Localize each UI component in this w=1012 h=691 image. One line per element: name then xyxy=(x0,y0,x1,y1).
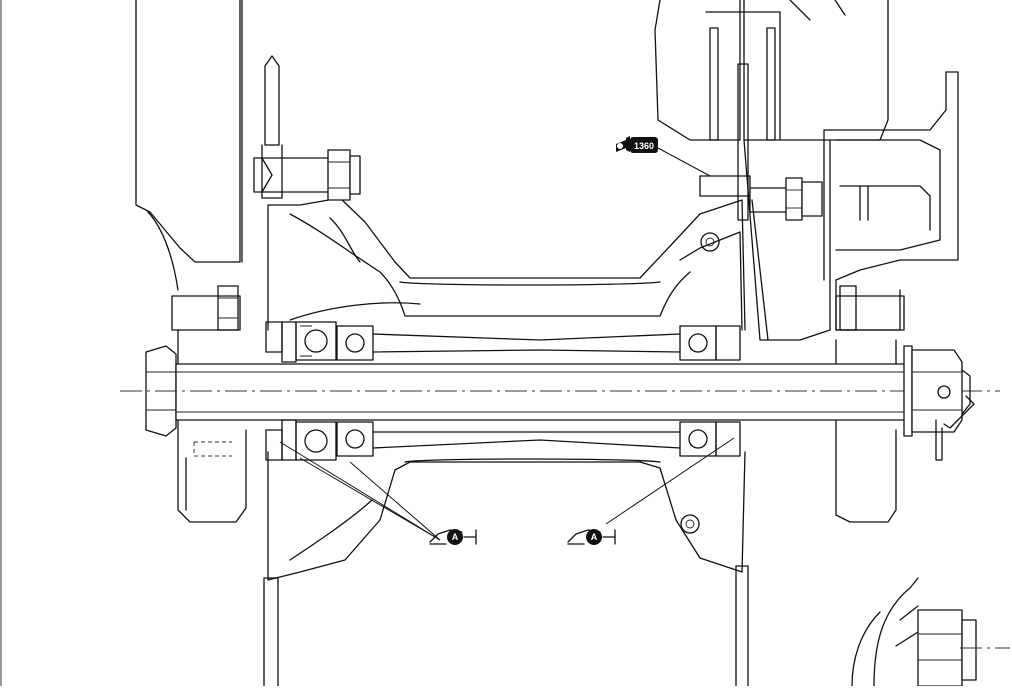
center-housing-lower xyxy=(267,451,746,581)
spacer-tube-upper xyxy=(372,333,681,353)
right-vertical-arm xyxy=(743,139,831,341)
bearing-upper-left-inner xyxy=(336,325,374,361)
left-seals xyxy=(265,321,297,461)
left-upper-bracket xyxy=(253,55,361,201)
lube-leader-line xyxy=(349,461,441,541)
upper-right-housing xyxy=(654,0,889,221)
lube-leader-line xyxy=(279,441,441,541)
spacer-tube-lower xyxy=(372,431,681,449)
right-shaft-end xyxy=(903,345,975,461)
center-housing-upper xyxy=(267,197,746,331)
torque-callout: 1360 xyxy=(616,136,711,177)
right-hub-plate xyxy=(835,285,905,523)
bearing-lower-left-inner xyxy=(336,421,374,457)
lube-callout-left: A xyxy=(279,441,477,545)
lube-symbol-letter: A xyxy=(452,532,459,542)
lubricant-grease-icon xyxy=(567,529,616,545)
bearing-upper-left-outer xyxy=(295,321,337,361)
upper-right-bolt xyxy=(749,177,823,221)
lower-side-plates xyxy=(263,565,749,687)
torque-value-label: 1360 xyxy=(634,141,654,151)
torque-leader-line xyxy=(657,147,711,177)
left-frame-member xyxy=(135,0,243,291)
main-axle-shaft xyxy=(175,363,911,421)
lube-callout-right: A xyxy=(567,437,735,545)
lube-symbol-letter: A xyxy=(591,532,598,542)
right-outer-bracket xyxy=(823,71,959,331)
left-hub-plate xyxy=(171,285,247,523)
bearing-upper-right xyxy=(679,325,741,361)
torque-wrench-icon xyxy=(616,136,658,153)
bearing-lower-left-outer xyxy=(295,421,337,461)
lube-leader-line xyxy=(299,457,441,541)
lube-leader-line xyxy=(605,437,735,525)
lubricant-grease-icon xyxy=(429,529,477,545)
lower-right-nut xyxy=(851,577,1010,687)
bearing-lower-right xyxy=(679,421,741,457)
